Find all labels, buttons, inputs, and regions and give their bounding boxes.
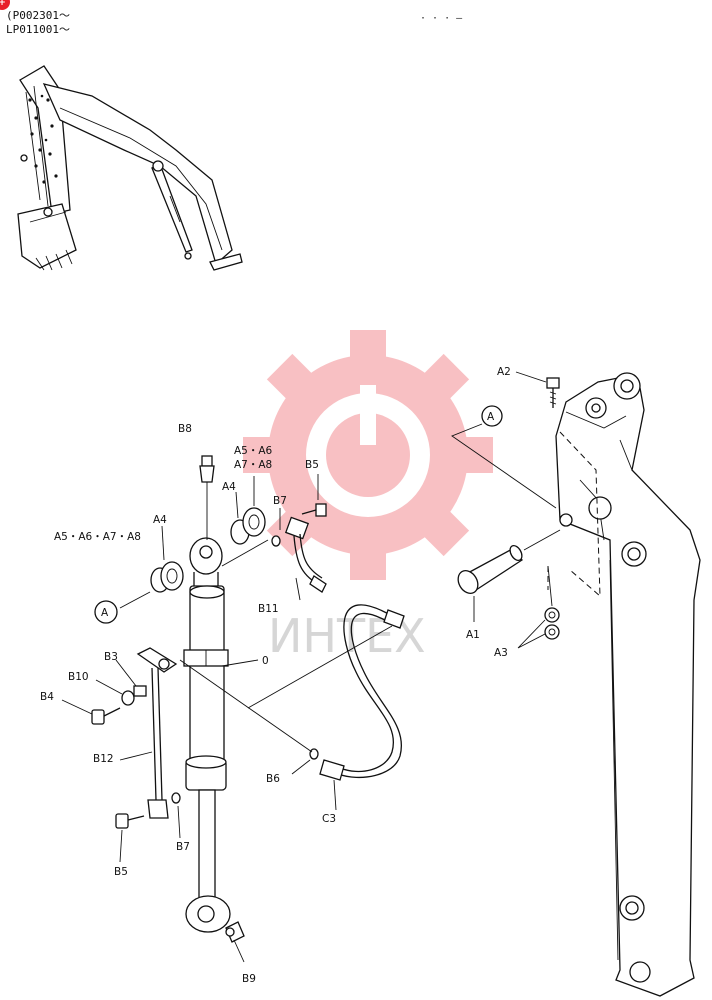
label-a2: A2 [497,366,511,378]
arm-cylinder [183,455,259,963]
watermark-logo [243,330,493,580]
label-a3: A3 [494,647,508,659]
svg-text:A: A [101,607,109,619]
label-b4: B4 [40,691,54,703]
label-a4-upper: A4 [222,481,236,493]
label-a4-left: A4 [153,514,167,526]
label-c3: C3 [322,813,336,825]
label-a7-a8: A7・A8 [234,459,272,471]
fitting-b11 [284,516,327,601]
serial-range-2: LP011001～ [6,23,70,36]
bushings-upper [221,476,281,567]
svg-text:A: A [487,411,495,423]
label-b11: B11 [258,603,279,615]
label-b10: B10 [68,671,89,683]
serial-range-1: (P002301～ [6,9,70,22]
corner-badge: + [0,0,10,10]
bushings-left: A [94,525,184,624]
oring-b6 [179,625,393,775]
label-b7-lower: B7 [176,841,190,853]
bracket-b12 [61,647,181,863]
bolt-b5-upper [301,474,327,517]
pin-a1 [457,529,561,622]
label-b5-upper: B5 [305,459,319,471]
part-labels: A2 A1 A3 B8 A5・A6 A7・A8 B5 A4 B7 A4 A5・A… [40,366,511,985]
label-b9: B9 [242,973,256,985]
plus-icon: + [0,0,6,8]
label-b3: B3 [104,651,118,663]
nuts-a3 [517,565,560,649]
label-b5-lower: B5 [114,866,128,878]
label-zero: 0 [262,655,269,667]
boom-assembly [547,372,701,997]
ref-a-boom: A [451,405,557,509]
label-b8: B8 [178,423,192,435]
label-a1: A1 [466,629,480,641]
label-b7-upper: B7 [273,495,287,507]
label-a5-a8: A5・A6・A7・A8 [54,531,141,543]
excavator-overview-sketch [17,65,243,271]
header-dots: · · · – [420,13,463,24]
label-b12: B12 [93,753,114,765]
hose-c3 [319,604,405,811]
bolt-a2 [515,371,560,408]
label-b6: B6 [266,773,280,785]
label-a5-a6: A5・A6 [234,445,273,457]
